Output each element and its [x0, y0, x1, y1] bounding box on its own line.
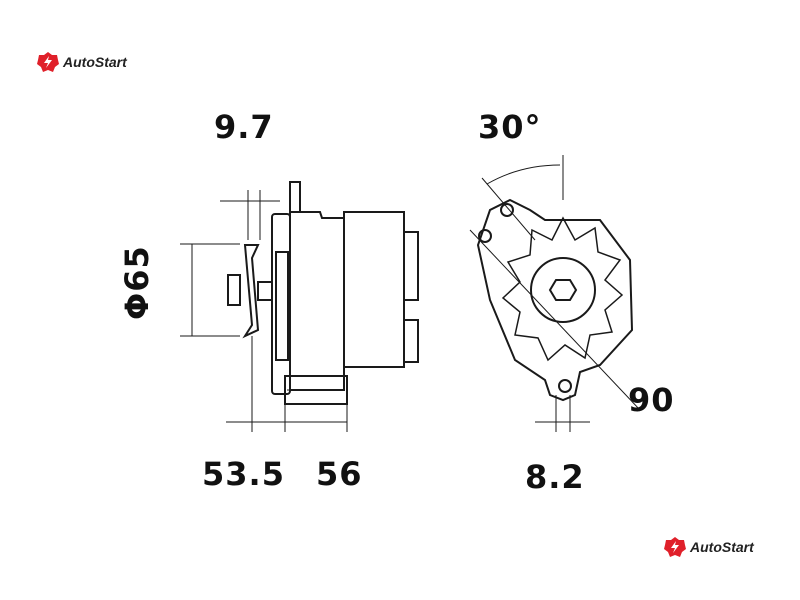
dim-mount-angle: 30° [478, 108, 542, 146]
logo-text: AutoStart [690, 539, 754, 555]
front-view [476, 198, 634, 402]
dim-ear-distance: 90 [628, 381, 675, 419]
dim-body-length: 56 [316, 455, 363, 493]
side-view [227, 181, 419, 405]
dim-pulley-diameter: Φ65 [118, 245, 156, 320]
logo-gear-icon [37, 52, 59, 72]
autostart-logo-top: AutoStart [37, 52, 127, 72]
dim-mount-hole: 8.2 [525, 458, 585, 496]
autostart-logo-bottom: AutoStart [664, 537, 754, 557]
logo-text: AutoStart [63, 54, 127, 70]
dim-pulley-offset: 53.5 [202, 455, 285, 493]
dim-gap-width: 9.7 [214, 108, 274, 146]
logo-gear-icon [664, 537, 686, 557]
dimension-lines [180, 155, 641, 432]
